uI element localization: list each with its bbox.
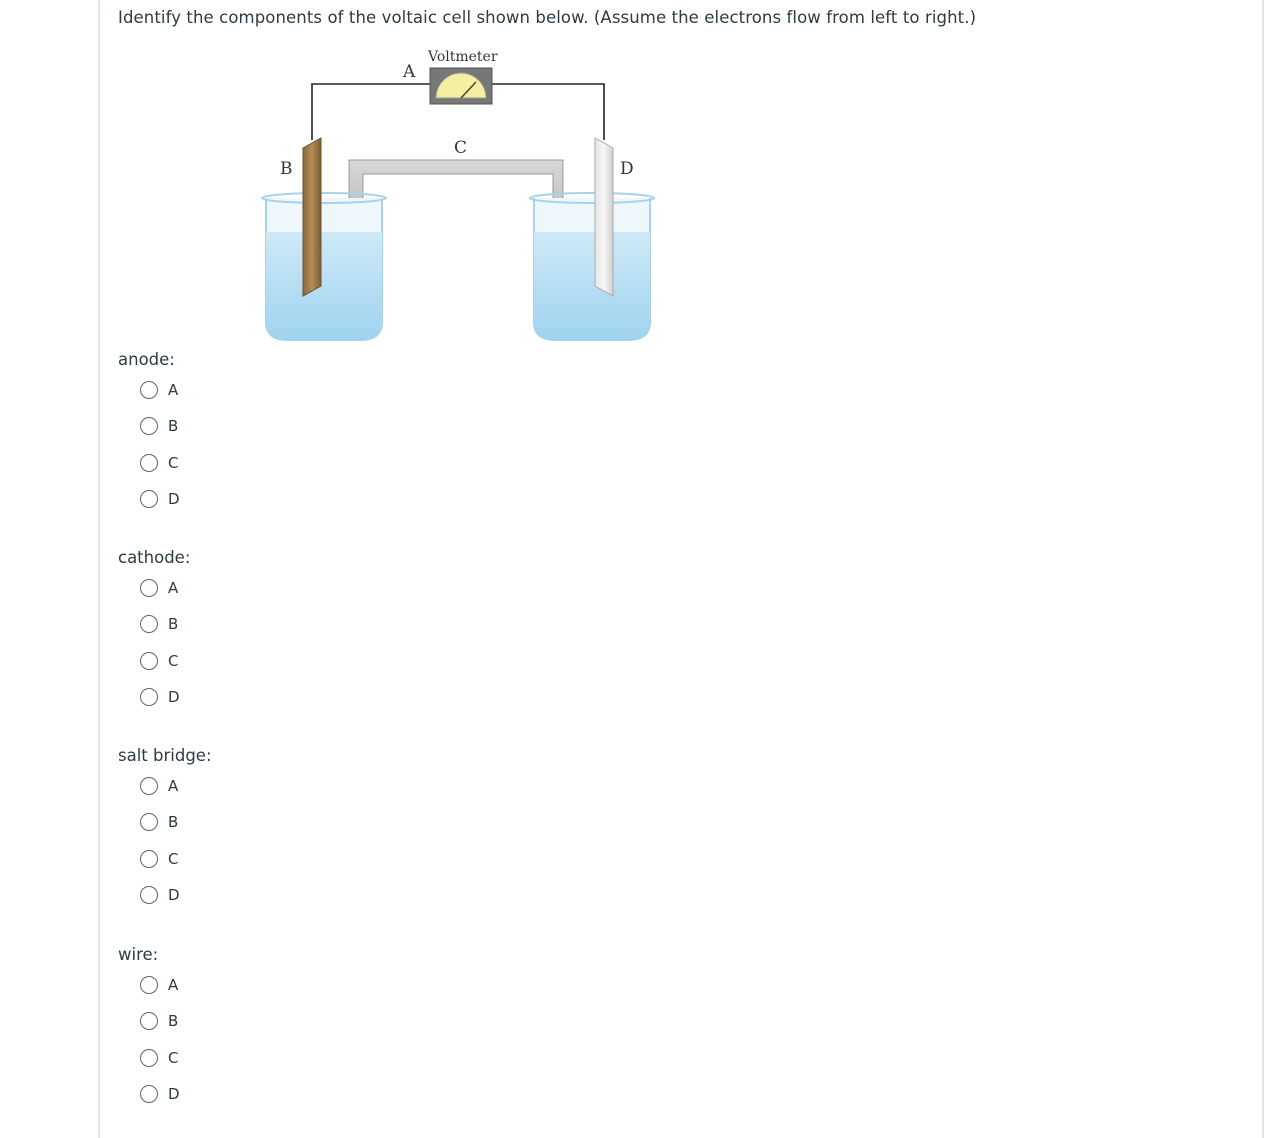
salt-bridge-option-a[interactable]: A bbox=[140, 768, 212, 804]
wire-option-c[interactable]: C bbox=[140, 1040, 180, 1076]
salt-bridge-option-d[interactable]: D bbox=[140, 877, 212, 913]
electrode-d bbox=[594, 137, 614, 297]
cathode-option-a[interactable]: A bbox=[140, 570, 190, 606]
radio-icon[interactable] bbox=[140, 651, 158, 670]
cathode-option-c[interactable]: C bbox=[140, 643, 190, 679]
radio-icon[interactable] bbox=[140, 490, 158, 509]
label-c: C bbox=[454, 138, 467, 158]
content-border-right bbox=[1262, 0, 1264, 1138]
question-text: Identify the components of the voltaic c… bbox=[118, 8, 977, 27]
radio-icon[interactable] bbox=[140, 1012, 158, 1031]
anode-label: anode: bbox=[118, 350, 175, 369]
anode-option-a[interactable]: A bbox=[140, 372, 180, 408]
radio-icon[interactable] bbox=[140, 849, 158, 868]
wire-group: wire: A B C D bbox=[118, 943, 180, 1112]
radio-icon[interactable] bbox=[140, 886, 158, 905]
wire-option-a[interactable]: A bbox=[140, 967, 180, 1003]
salt-bridge-option-b[interactable]: B bbox=[140, 804, 212, 840]
cathode-label: cathode: bbox=[118, 548, 191, 567]
cathode-option-b[interactable]: B bbox=[140, 606, 190, 642]
label-d: D bbox=[620, 159, 634, 179]
anode-option-b[interactable]: B bbox=[140, 408, 180, 444]
cathode-group: cathode: A B C D bbox=[118, 546, 190, 715]
radio-icon[interactable] bbox=[140, 453, 158, 472]
radio-icon[interactable] bbox=[140, 615, 158, 634]
radio-icon[interactable] bbox=[140, 777, 158, 796]
left-beaker bbox=[261, 192, 387, 341]
radio-icon[interactable] bbox=[140, 1085, 158, 1104]
salt-bridge-label: salt bridge: bbox=[118, 746, 212, 765]
radio-icon[interactable] bbox=[140, 976, 158, 995]
wire-option-d[interactable]: D bbox=[140, 1076, 180, 1112]
anode-option-c[interactable]: C bbox=[140, 445, 180, 481]
wire-option-b[interactable]: B bbox=[140, 1003, 180, 1039]
voltaic-cell-diagram: Voltmeter A C B D bbox=[250, 40, 670, 350]
wire-label: wire: bbox=[118, 945, 159, 964]
voltmeter-icon bbox=[429, 67, 493, 105]
wire bbox=[311, 83, 430, 140]
salt-bridge-group: salt bridge: A B C D bbox=[118, 744, 212, 913]
salt-bridge-option-c[interactable]: C bbox=[140, 841, 212, 877]
anode-group: anode: A B C D bbox=[118, 348, 180, 517]
radio-icon[interactable] bbox=[140, 417, 158, 436]
radio-icon[interactable] bbox=[140, 579, 158, 598]
electrode-b bbox=[302, 137, 322, 297]
right-beaker bbox=[529, 192, 655, 341]
radio-icon[interactable] bbox=[140, 813, 158, 832]
radio-icon[interactable] bbox=[140, 1048, 158, 1067]
voltmeter-label: Voltmeter bbox=[427, 49, 498, 65]
cathode-option-d[interactable]: D bbox=[140, 679, 190, 715]
radio-icon[interactable] bbox=[140, 688, 158, 707]
content-border-left bbox=[98, 0, 100, 1138]
anode-option-d[interactable]: D bbox=[140, 481, 180, 517]
label-a: A bbox=[402, 62, 416, 82]
radio-icon[interactable] bbox=[140, 381, 158, 400]
label-b: B bbox=[280, 159, 293, 179]
